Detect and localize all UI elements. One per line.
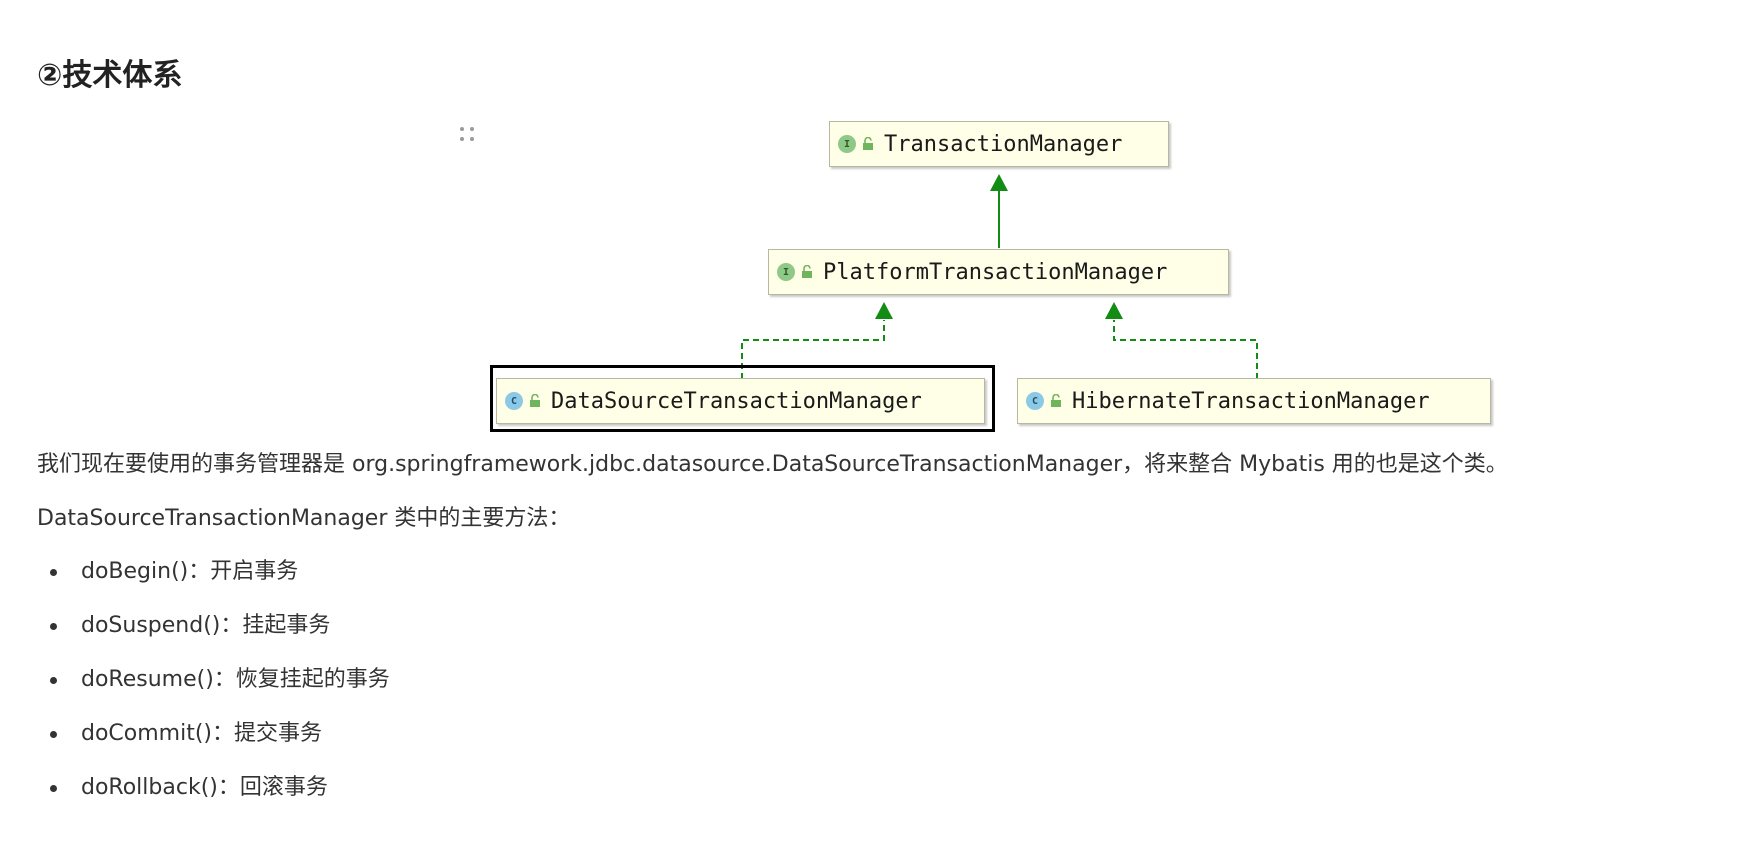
bullet-icon (50, 785, 57, 792)
list-item-text: doCommit()：提交事务 (81, 721, 323, 746)
public-visibility-icon (530, 394, 540, 407)
intro-paragraph: 我们现在要使用的事务管理器是 org.springframework.jdbc.… (37, 452, 1508, 477)
list-item-text: doBegin()：开启事务 (81, 559, 299, 584)
class-hierarchy-diagram: I TransactionManager I PlatformTransacti… (490, 121, 1491, 432)
section-title: ②技术体系 (37, 58, 183, 93)
interface-icon: I (838, 135, 856, 153)
selection-frame (490, 365, 995, 432)
bullet-icon (50, 677, 57, 684)
bullet-icon (50, 623, 57, 630)
list-item-text: doRollback()：回滚事务 (81, 775, 328, 800)
bullet-icon (50, 731, 57, 738)
uml-node-name: DataSourceTransactionManager (551, 388, 922, 414)
uml-node-name: HibernateTransactionManager (1072, 388, 1430, 414)
interface-icon: I (777, 263, 795, 281)
edge-htm-ptm (1113, 320, 1258, 379)
list-item: doResume()：恢复挂起的事务 (0, 665, 390, 719)
public-visibility-icon (863, 137, 873, 150)
uml-node-hibernate-transaction-manager[interactable]: C HibernateTransactionManager (1017, 378, 1491, 424)
edge-ptm-tm-arrowhead (990, 174, 1008, 191)
list-item: doRollback()：回滚事务 (0, 773, 390, 827)
edge-htm-ptm-arrowhead (1105, 302, 1123, 319)
class-icon: C (1026, 392, 1044, 410)
edge-dstm-ptm (741, 320, 885, 379)
methods-intro-paragraph: DataSourceTransactionManager 类中的主要方法： (37, 506, 571, 531)
uml-node-transaction-manager[interactable]: I TransactionManager (829, 121, 1169, 167)
uml-node-platform-transaction-manager[interactable]: I PlatformTransactionManager (768, 249, 1229, 295)
list-item: doSuspend()：挂起事务 (0, 611, 390, 665)
public-visibility-icon (802, 265, 812, 278)
uml-node-name: PlatformTransactionManager (823, 259, 1168, 285)
diagram-connectors (741, 174, 1258, 379)
list-item-text: doSuspend()：挂起事务 (81, 613, 331, 638)
public-visibility-icon (1051, 394, 1061, 407)
edge-dstm-ptm-arrowhead (875, 302, 893, 319)
class-icon: C (505, 392, 523, 410)
bullet-icon (50, 569, 57, 576)
uml-node-datasource-transaction-manager[interactable]: C DataSourceTransactionManager (496, 378, 985, 424)
drag-handle-icon[interactable] (458, 125, 476, 143)
list-item: doBegin()：开启事务 (0, 557, 390, 611)
uml-node-name: TransactionManager (884, 131, 1123, 157)
list-item-text: doResume()：恢复挂起的事务 (81, 667, 390, 692)
method-list: doBegin()：开启事务 doSuspend()：挂起事务 doResume… (0, 557, 390, 827)
list-item: doCommit()：提交事务 (0, 719, 390, 773)
